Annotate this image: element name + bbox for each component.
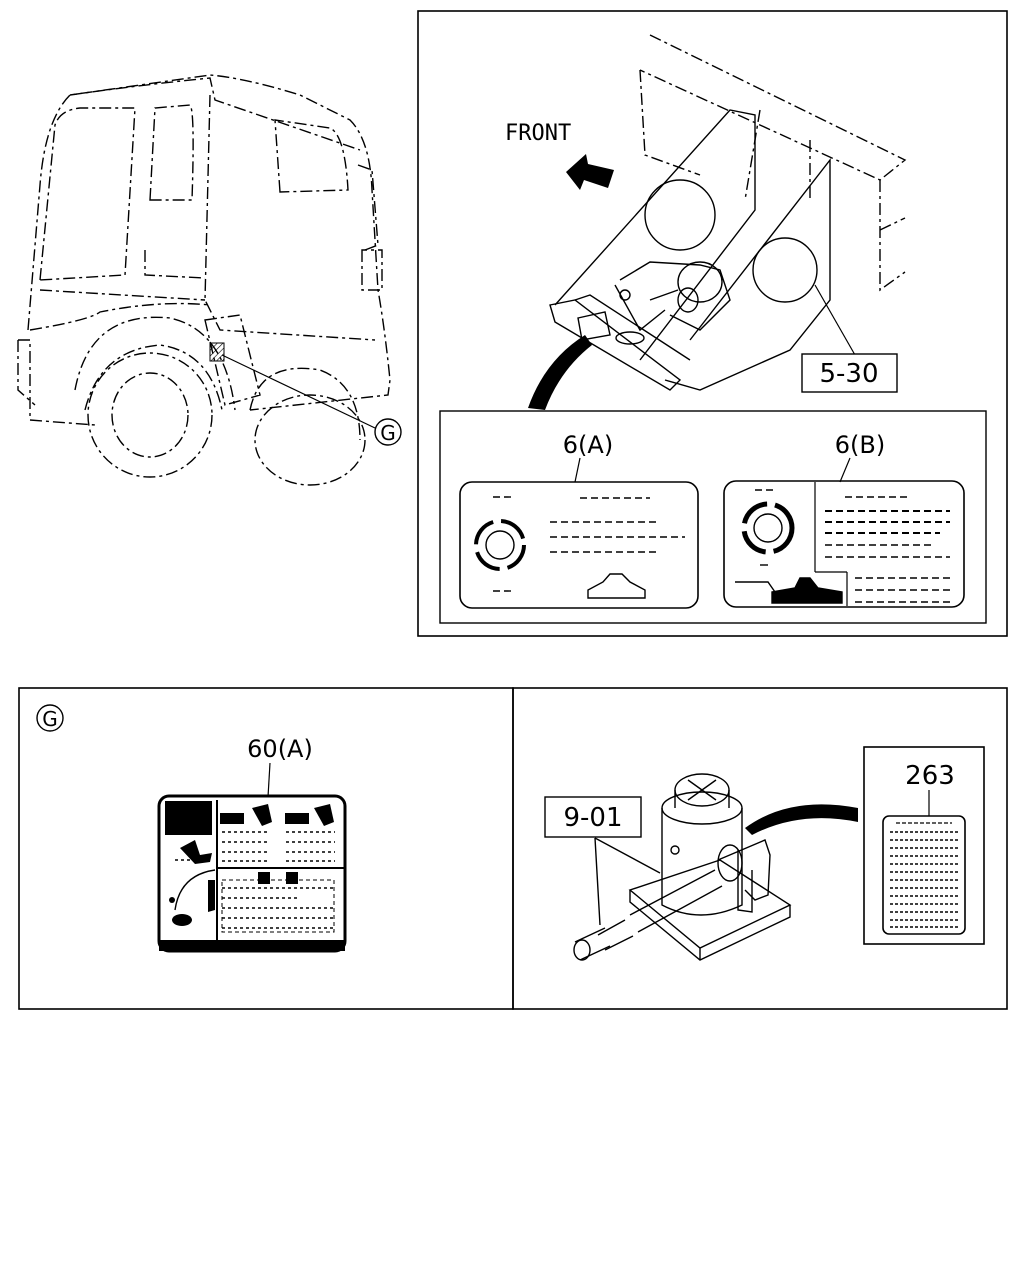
bracket-leader-arrow bbox=[528, 335, 592, 410]
label-263-title: 263 bbox=[905, 761, 955, 791]
part-9-01-box bbox=[544, 796, 642, 838]
label-6a-decal bbox=[459, 481, 699, 609]
label-263-decal bbox=[882, 815, 966, 935]
label-60a-decal bbox=[157, 794, 347, 953]
label-6a-title: 6(A) bbox=[563, 431, 613, 459]
label-panel bbox=[439, 410, 987, 624]
front-arrow-icon bbox=[566, 154, 614, 190]
bottle-jack-illustration bbox=[573, 773, 792, 961]
part-5-30-box bbox=[801, 353, 898, 393]
leader-line-g bbox=[221, 354, 376, 429]
jack-bracket-frame bbox=[417, 10, 1008, 637]
label-60a-title: 60(A) bbox=[247, 735, 313, 763]
svg-text:G: G bbox=[380, 421, 396, 445]
jack-bracket-illustration bbox=[549, 34, 907, 391]
detail-g-title: G bbox=[36, 704, 64, 732]
label-6b-title: 6(B) bbox=[835, 431, 885, 459]
label-6b-decal bbox=[723, 480, 965, 608]
label-6b-graphic bbox=[735, 482, 950, 606]
truck-cab-illustration bbox=[17, 74, 391, 486]
label-263-frame bbox=[863, 746, 985, 945]
label-6a-graphic bbox=[474, 496, 685, 599]
part-5-30-label: 5-30 bbox=[819, 359, 878, 389]
svg-text:G: G bbox=[42, 707, 58, 731]
jack-leader-arrow bbox=[745, 804, 858, 835]
detail-g-marker: G bbox=[374, 418, 402, 446]
front-label: FRONT bbox=[505, 121, 571, 146]
label-location-marker bbox=[209, 342, 225, 362]
part-9-01-label: 9-01 bbox=[563, 803, 622, 833]
jack-frame bbox=[512, 687, 1008, 1010]
